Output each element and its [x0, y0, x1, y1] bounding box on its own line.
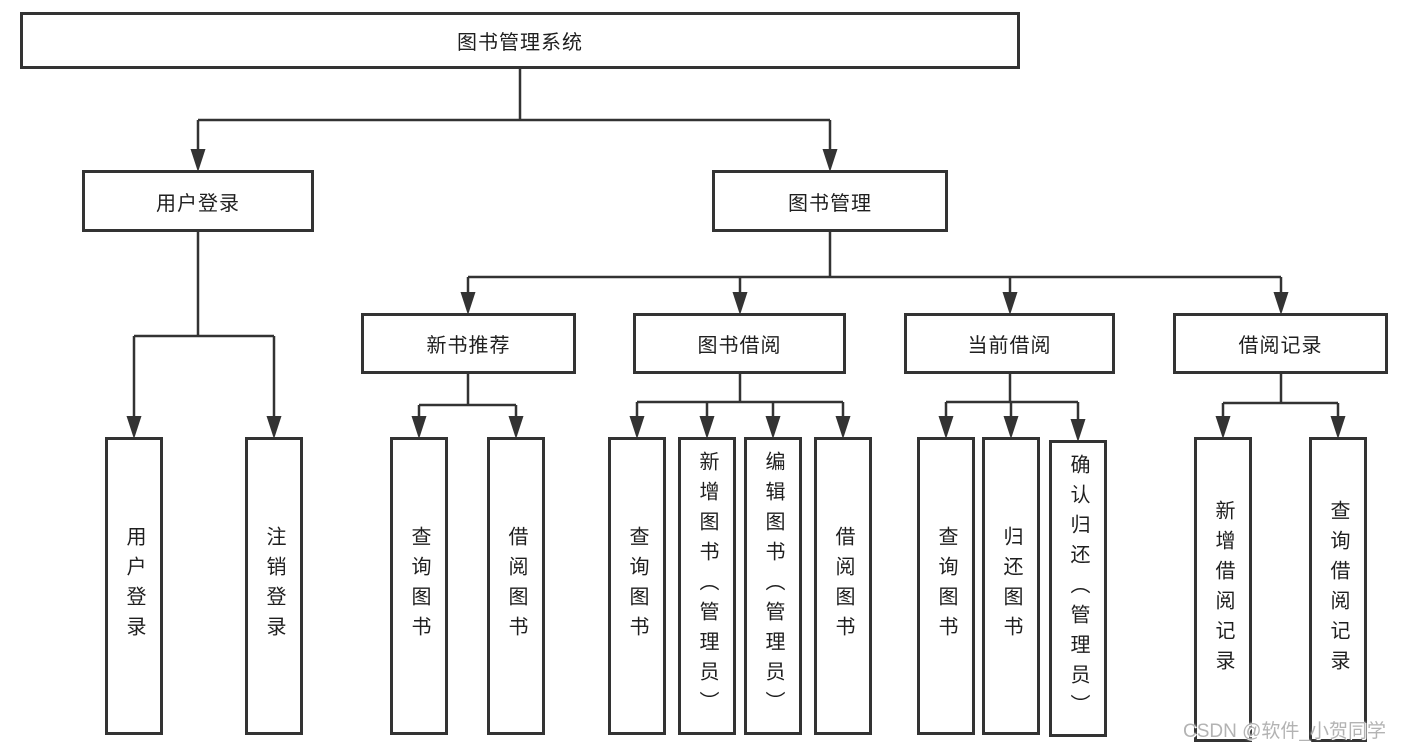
node-root-label: 图书管理系统: [457, 32, 583, 54]
leaf-node-add-borrow-record: 新增借阅记录: [1194, 437, 1252, 742]
leaf-node-query-borrow-record: 查询借阅记录: [1309, 437, 1367, 742]
leaf-node-query-books-borrowing: 查询图书: [608, 437, 666, 735]
leaf-node-confirm-return-admin: 确认归还（管理员）: [1049, 440, 1107, 737]
node-current-borrowing: 当前借阅: [904, 313, 1115, 374]
node-new-book-recommend: 新书推荐: [361, 313, 576, 374]
leaf-node-query-books-recommend: 查询图书: [390, 437, 448, 735]
leaf-node-query-books-current: 查询图书: [917, 437, 975, 735]
leaf-node-logout: 注销登录: [245, 437, 303, 735]
node-borrowing-records: 借阅记录: [1173, 313, 1388, 374]
node-book-management: 图书管理: [712, 170, 948, 232]
csdn-watermark: CSDN @软件_小贺同学: [1183, 721, 1386, 742]
leaf-node-borrow-books-recommend: 借阅图书: [487, 437, 545, 735]
leaf-node-borrow-books-borrowing: 借阅图书: [814, 437, 872, 735]
leaf-node-user-login: 用户登录: [105, 437, 163, 735]
node-user-login: 用户登录: [82, 170, 314, 232]
node-root: 图书管理系统: [20, 12, 1020, 69]
leaf-node-return-book: 归还图书: [982, 437, 1040, 735]
leaf-node-add-book-admin: 新增图书（管理员）: [678, 437, 736, 735]
node-book-borrowing: 图书借阅: [633, 313, 846, 374]
leaf-node-edit-book-admin: 编辑图书（管理员）: [744, 437, 802, 735]
